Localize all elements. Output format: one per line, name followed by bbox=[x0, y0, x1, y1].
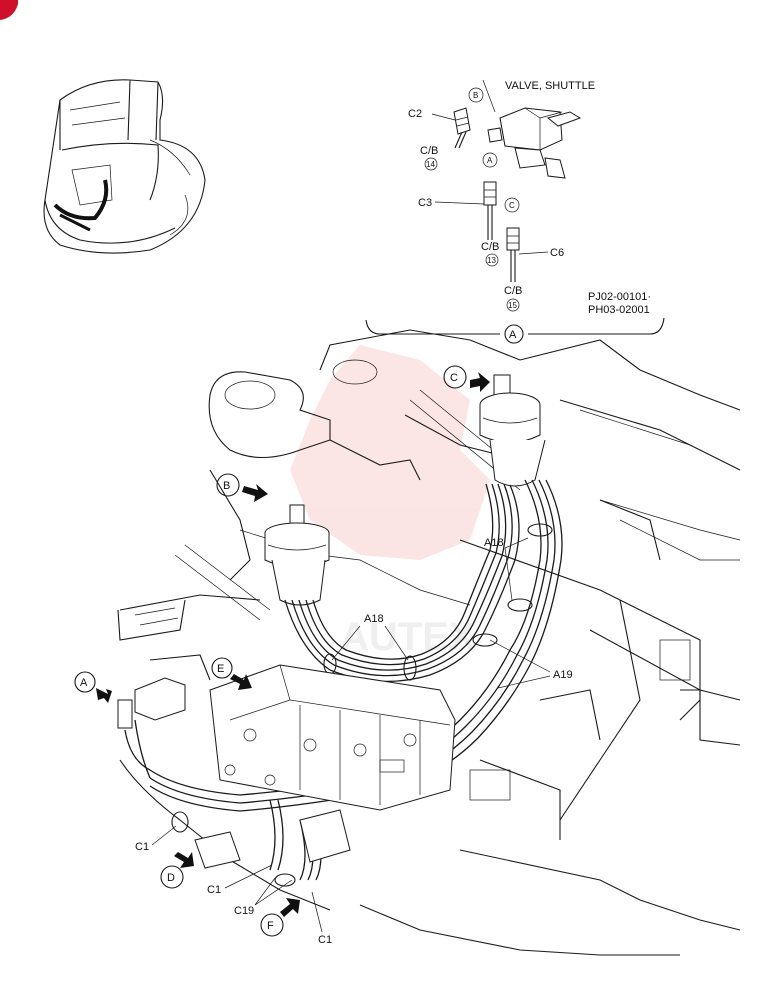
label-c19: C19 bbox=[234, 905, 254, 917]
callout-arrow-d: D bbox=[160, 852, 194, 889]
hose-c2-number: 14 bbox=[426, 160, 435, 169]
valve-shuttle-label: VALVE, SHUTTLE bbox=[505, 80, 595, 92]
model-code-2: PH03-02001 bbox=[588, 304, 650, 316]
detail-callout-a bbox=[482, 152, 498, 168]
detail-callout-b-text: B bbox=[473, 91, 478, 100]
arrow-e-label: E bbox=[217, 663, 224, 675]
hose-c2-cb: C/B bbox=[420, 145, 438, 157]
detail-callout-b bbox=[468, 87, 484, 103]
rotary-joint-b bbox=[264, 504, 330, 606]
label-c1-mid: C1 bbox=[207, 884, 221, 896]
detail-callout-a-text: A bbox=[487, 156, 493, 165]
callout-arrow-c: C bbox=[443, 365, 490, 392]
corner-marker bbox=[0, 0, 18, 20]
hose-c6-number: 15 bbox=[508, 301, 517, 310]
arrow-b-label: B bbox=[223, 480, 230, 492]
callout-arrow-e: E bbox=[211, 657, 252, 690]
hose-c6-cb: C/B bbox=[504, 285, 522, 297]
hose-c3-label: C3 bbox=[418, 197, 432, 209]
callout-arrow-b: B bbox=[216, 473, 268, 502]
part-labels: A18 A18 A19 C1 C1 C19 C1 bbox=[135, 537, 573, 946]
callout-arrow-a: A bbox=[74, 671, 112, 703]
view-a-label: A bbox=[509, 329, 517, 341]
label-c1-bottom: C1 bbox=[318, 934, 332, 946]
detail-callout-c-text: C bbox=[509, 201, 515, 210]
excavator-thumbnail bbox=[43, 79, 206, 254]
arrow-a-label: A bbox=[80, 677, 88, 689]
view-bracket bbox=[365, 317, 665, 335]
control-valve bbox=[117, 664, 456, 869]
label-c1-left: C1 bbox=[135, 841, 149, 853]
rotary-joint-c bbox=[479, 374, 546, 487]
arrow-c-label: C bbox=[450, 372, 458, 384]
label-a18-top: A18 bbox=[484, 537, 504, 549]
view-a-circle bbox=[504, 324, 524, 344]
hose-c3-number: 13 bbox=[487, 256, 496, 265]
model-code-1: PJ02-00101· bbox=[588, 291, 651, 303]
label-a18-mid: A18 bbox=[364, 613, 384, 625]
watermark-logo: AUTEX bbox=[290, 345, 490, 659]
detail-callout-c bbox=[504, 197, 520, 213]
arrow-d-label: D bbox=[167, 872, 175, 884]
hose-c2-label: C2 bbox=[408, 108, 422, 120]
detail-view: VALVE, SHUTTLE B A C C2 C/B 14 C3 C/B 13 bbox=[365, 79, 665, 344]
label-a19: A19 bbox=[553, 669, 573, 681]
callout-arrow-f: F bbox=[260, 898, 300, 937]
watermark-text: AUTEX bbox=[340, 615, 476, 659]
arrow-f-label: F bbox=[267, 920, 274, 932]
hose-c3-cb: C/B bbox=[481, 241, 499, 253]
hose-c6-label: C6 bbox=[550, 247, 564, 259]
